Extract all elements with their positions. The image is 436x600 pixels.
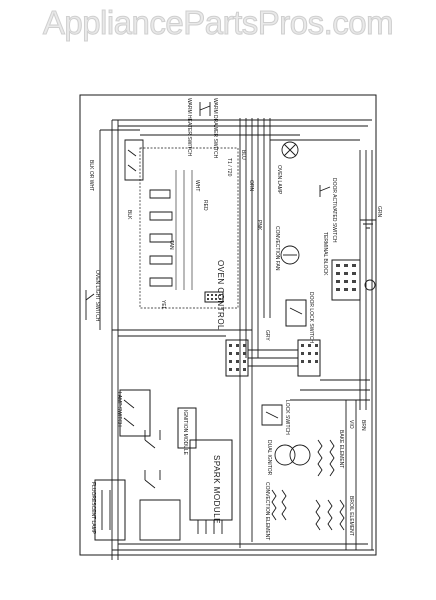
warm-heater-switch: WARM HEATER SWITCH WARM DRAWER SWITCH [186,98,218,159]
svg-text:TAN: TAN [168,240,174,250]
svg-text:CONVECTION ELEMENT: CONVECTION ELEMENT [264,482,270,540]
mid-horizontal-runs [112,329,370,401]
convection-fan: CONVECTION FAN [274,226,300,271]
oven-control-board [139,147,239,309]
oven-lamp: OVEN LAMP [276,141,299,195]
control-connector [204,291,224,303]
svg-text:WARM HEATER SWITCH: WARM HEATER SWITCH [186,98,192,156]
main-harness [111,118,373,560]
door-activated-switch: DOOR ACTIVATED SWITCH [319,178,337,243]
svg-text:CONVECTION FAN: CONVECTION FAN [274,226,280,271]
oven-control-model-label: T1 / 720 [226,158,232,177]
svg-text:LOCK SWITCH: LOCK SWITCH [284,400,290,435]
svg-text:GRN: GRN [376,206,382,218]
svg-text:SPARK MODULE: SPARK MODULE [212,455,221,524]
relay-contacts [149,170,193,290]
svg-text:YEL: YEL [160,300,166,310]
wire-color-tags: BLK WHT RED BLU ORN YEL TAN PNK GRY VIO … [126,150,366,431]
svg-text:BAKE ELEMENT: BAKE ELEMENT [338,430,344,468]
upper-switch-bank [99,129,144,330]
svg-text:RED: RED [202,200,208,211]
svg-text:BRN: BRN [360,420,366,431]
svg-text:IGNITION MODULE: IGNITION MODULE [182,410,188,456]
svg-text:BLU: BLU [240,150,246,160]
svg-text:WHT: WHT [194,180,200,191]
svg-text:BLK: BLK [126,210,132,220]
svg-text:DOOR LOCK SWITCH: DOOR LOCK SWITCH [308,292,314,344]
ignition-module: IGNITION MODULE [177,407,197,456]
svg-text:BROIL ELEMENT: BROIL ELEMENT [348,496,354,536]
svg-text:LAMP SWITCH: LAMP SWITCH [116,392,122,427]
door-lock-switch: DOOR LOCK SWITCH [285,292,314,344]
svg-text:ORN: ORN [248,180,254,192]
spark-module: SPARK MODULE [189,439,233,534]
watermark: AppliancePartsPros.com [42,4,394,42]
oven-light-switch: OVEN LIGHT SWITCH [85,270,100,322]
lamp-switch: LAMP SWITCH [116,389,151,437]
svg-text:FLUORESCENT LAMP: FLUORESCENT LAMP [90,482,96,535]
ground-symbol: GRN [360,206,382,229]
svg-text:OVEN LIGHT SWITCH: OVEN LIGHT SWITCH [94,270,100,322]
svg-text:PNK: PNK [256,220,262,231]
upper-horizontal-runs [112,119,372,141]
left-switch-contacts [139,430,181,541]
convection-element: CONVECTION ELEMENT [264,482,287,540]
fluorescent-lamp: FLUORESCENT LAMP [90,479,126,541]
blk-or-wht-label: BLK OR WHT [88,160,94,191]
svg-text:WARM DRAWER SWITCH: WARM DRAWER SWITCH [212,98,218,159]
lower-horizontal-runs [112,358,374,551]
dual-ignitor: DUAL IGNITOR [266,440,311,476]
broil-element: BROIL ELEMENT [315,496,354,536]
svg-text:GRY: GRY [264,330,270,341]
lock-switch: LOCK SWITCH [261,400,290,435]
schematic-frame [79,94,377,556]
svg-text:TERMINAL BLOCK: TERMINAL BLOCK [322,232,328,276]
svg-text:VIO: VIO [348,420,354,429]
svg-text:DOOR ACTIVATED SWITCH: DOOR ACTIVATED SWITCH [331,178,337,243]
svg-text:DUAL IGNITOR: DUAL IGNITOR [266,440,272,476]
svg-text:OVEN LAMP: OVEN LAMP [276,165,282,195]
bake-element: BAKE ELEMENT [317,430,344,477]
terminal-block: TERMINAL BLOCK [322,232,376,301]
